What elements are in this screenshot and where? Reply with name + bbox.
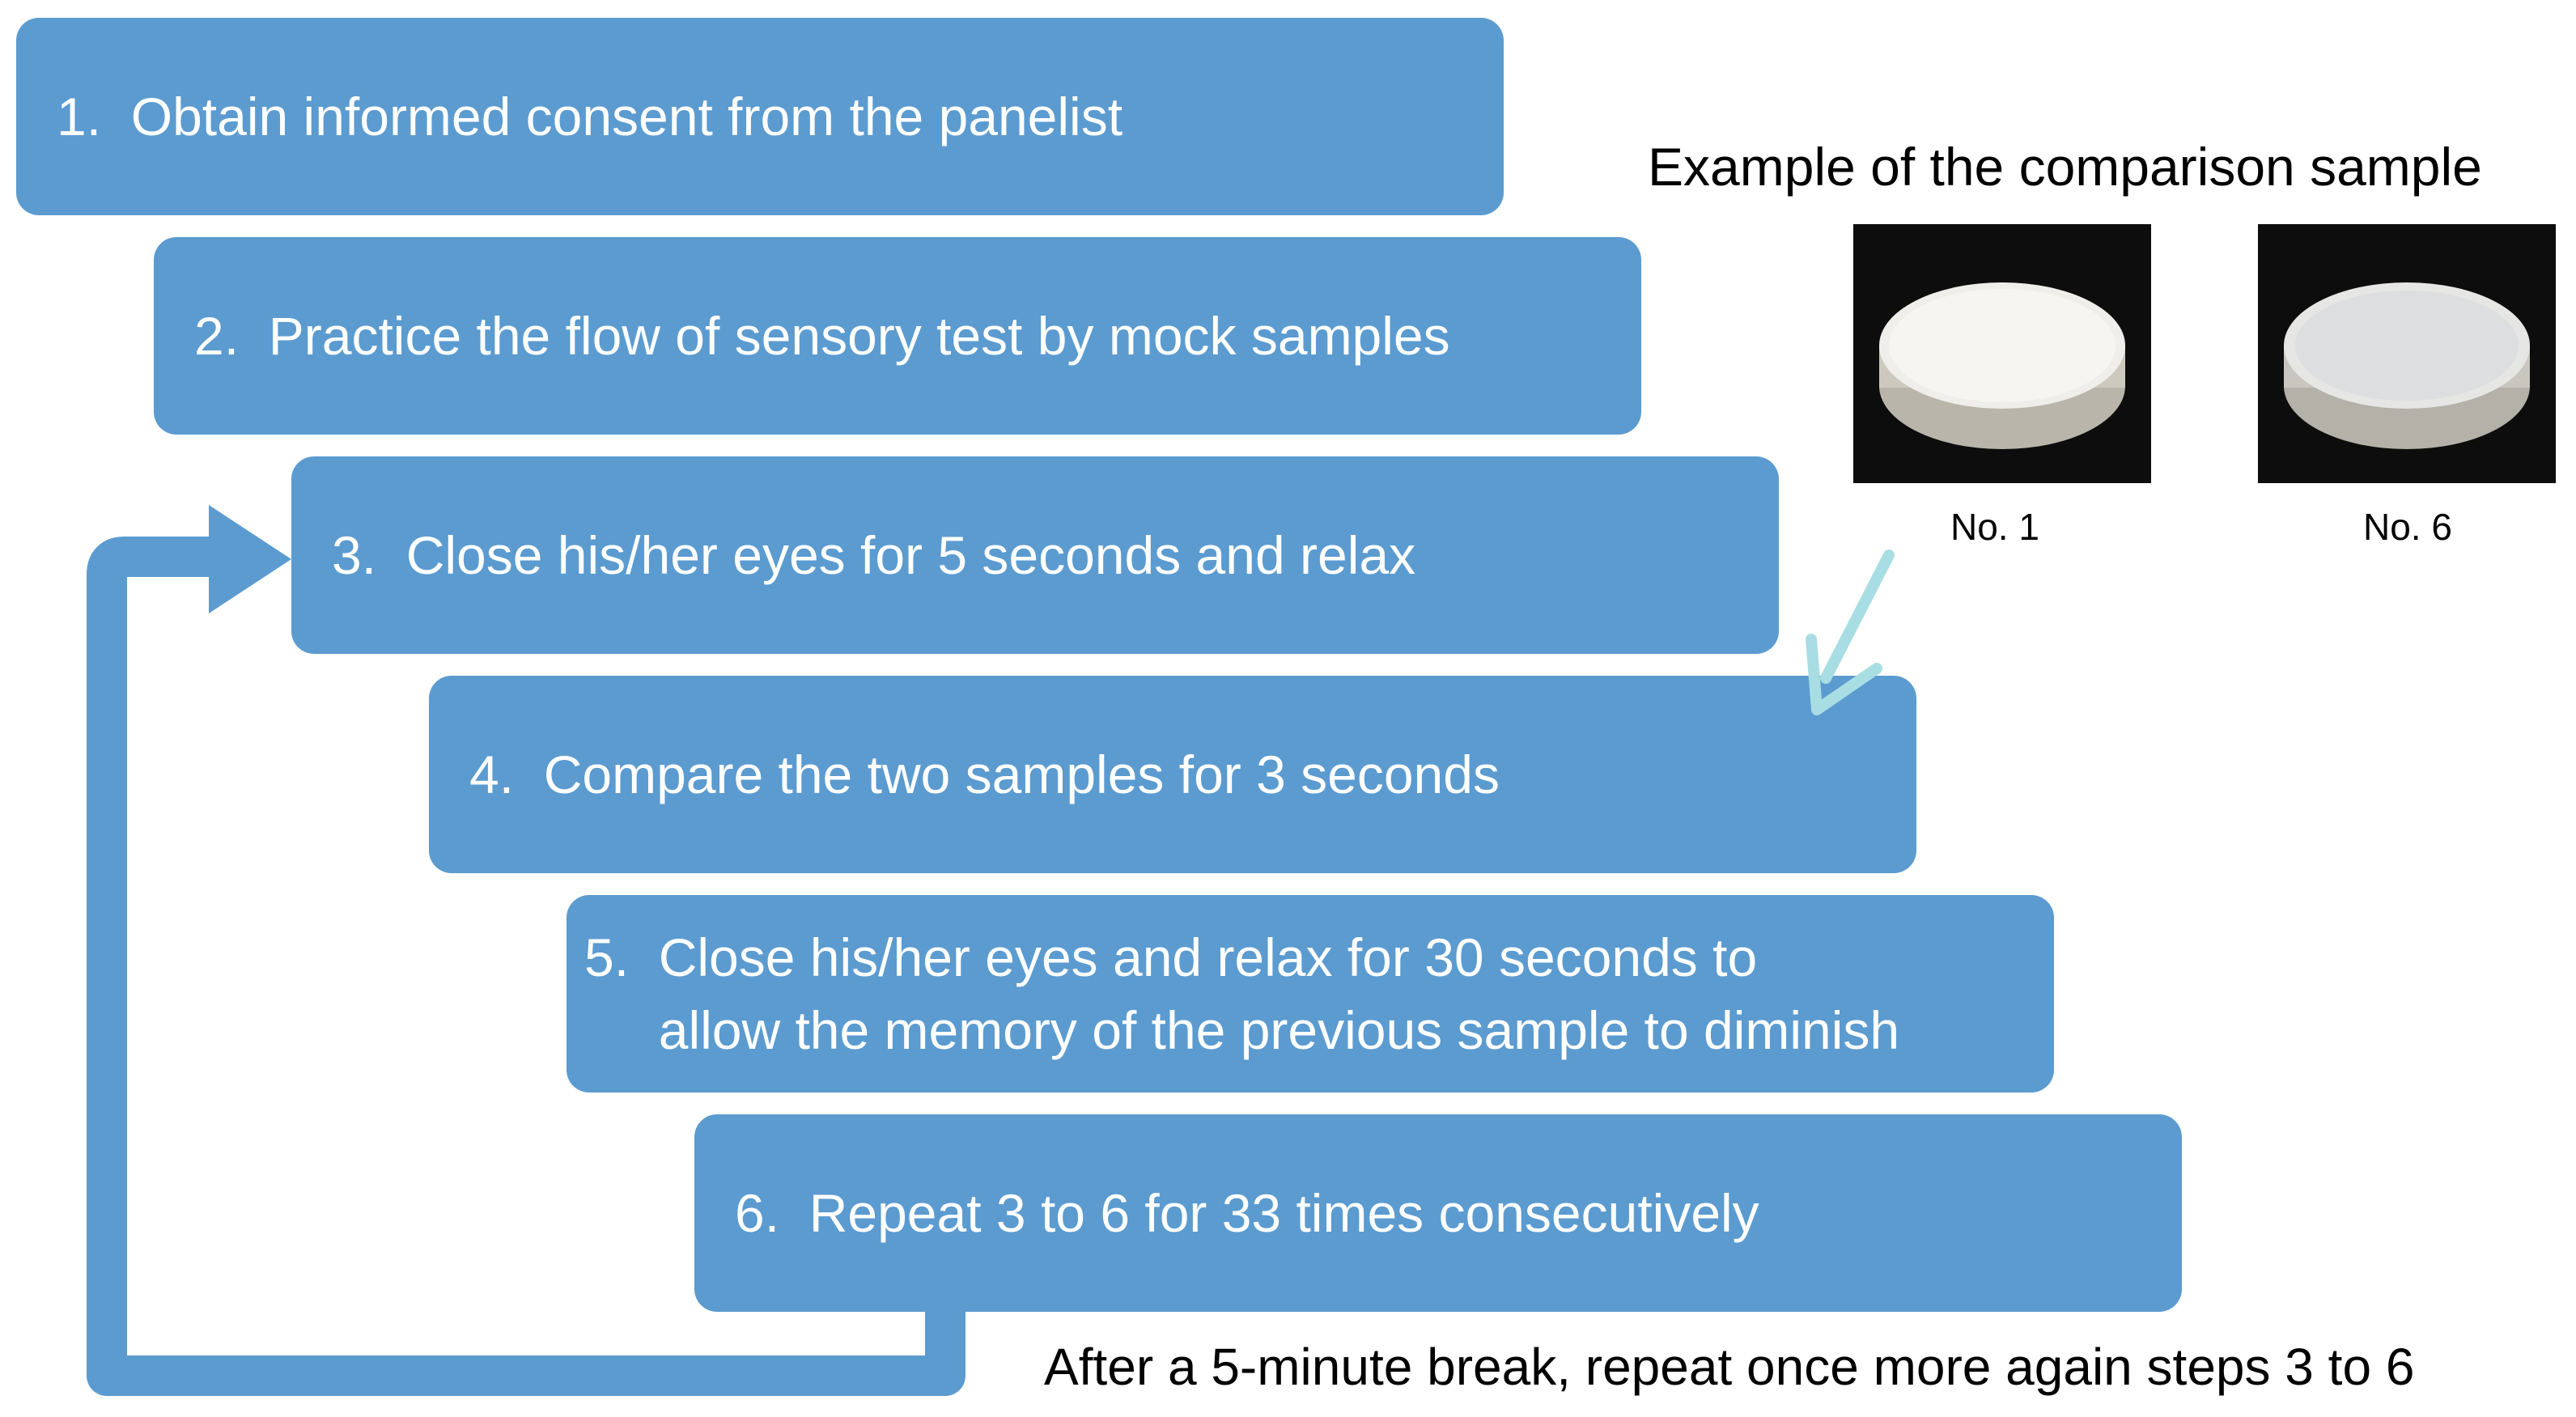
step-2-box: 2. Practice the flow of sensory test by … [154,237,1641,435]
sample-label-no6: No. 6 [2363,506,2452,548]
step-label: Compare the two samples for 3 seconds [543,745,1500,804]
step-number: 3. [332,525,377,585]
sample-photo-no6 [2258,224,2556,483]
step-number: 5. [584,927,630,987]
step-number: 1. [57,87,102,146]
step-label: Close his/her eyes for 5 seconds and rel… [405,525,1416,585]
sample-photo-no1 [1853,224,2151,483]
step-label: Repeat 3 to 6 for 33 times consecutively [808,1183,1759,1243]
step-6-box: 6. Repeat 3 to 6 for 33 times consecutiv… [694,1114,2182,1312]
step-1-box: 1. Obtain informed consent from the pane… [16,18,1504,215]
step-5-box: 5. Close his/her eyes and relax for 30 s… [567,895,2054,1092]
step-label: Close his/her eyes and relax for 30 seco… [658,927,1900,1060]
step-4-box: 4. Compare the two samples for 3 seconds [429,676,1916,873]
break-note: After a 5-minute break, repeat once more… [1044,1338,2415,1396]
step-label: Obtain informed consent from the panelis… [130,87,1123,146]
step-number: 4. [469,745,515,804]
sample-label-no1: No. 1 [1950,506,2039,548]
example-title: Example of the comparison sample [1648,137,2482,197]
step-3-box: 3. Close his/her eyes for 5 seconds and … [291,456,1779,654]
step-number: 6. [735,1183,780,1243]
step-label: Practice the flow of sensory test by moc… [268,306,1450,366]
step-number: 2. [194,306,240,366]
